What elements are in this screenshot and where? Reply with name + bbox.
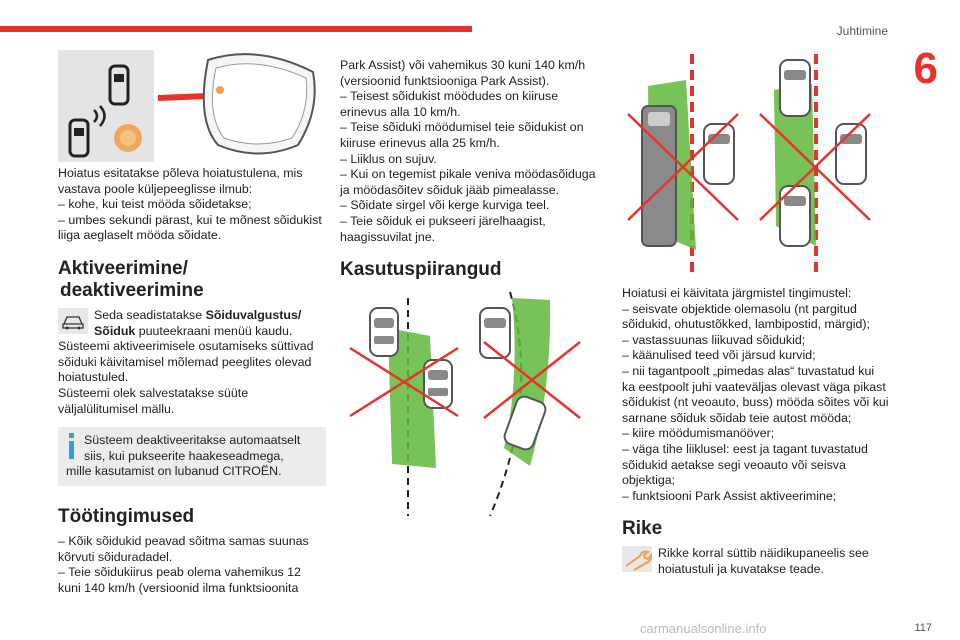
middle-paragraph: Park Assist) või vahemikus 30 kuni 140 k… <box>340 58 596 244</box>
middle-column: Park Assist) või vahemikus 30 kuni 140 k… <box>340 58 598 281</box>
car-rear <box>369 307 399 357</box>
settings-row: Seda seadistatakse Sõiduvalgustus/ Sõidu… <box>58 307 326 339</box>
page-number: 117 <box>914 622 932 634</box>
intro-paragraph: Hoiatus esitatakse põleva hoiatustulena,… <box>58 166 326 244</box>
heading-limits: Kasutuspiirangud <box>340 259 502 281</box>
text-line: vastava poole küljepeeglisse ilmub: <box>58 181 253 196</box>
heading-fault: Rike <box>622 518 663 540</box>
car-settings-icon <box>58 307 88 334</box>
left-column: Hoiatus esitatakse põleva hoiatustulena,… <box>58 166 326 596</box>
text-line: – umbes sekundi pärast, kui te mõnest sõ… <box>58 212 322 227</box>
car-traffic-rear <box>779 185 811 247</box>
text-line: – kohe, kui teist mööda sõidetakse; <box>58 197 252 212</box>
activation-paragraph: Süsteemi aktiveerimisele osutamiseks süt… <box>58 339 314 416</box>
watermark: carmanualsonline.info <box>640 621 767 636</box>
car-curve-rear <box>503 395 547 451</box>
text-line: liiga aeglaselt mööda sõidate. <box>58 228 222 243</box>
mirror-warning-figure <box>58 50 316 162</box>
info-box: Süsteem deaktiveeritakse automaatselt si… <box>58 427 326 486</box>
chapter-number: 6 <box>913 44 938 93</box>
info-icon <box>69 433 74 460</box>
text-line: Hoiatus esitatakse põleva hoiatustulena,… <box>58 166 303 180</box>
fault-text: Rikke korral süttib näidikupaneelis see … <box>658 546 869 576</box>
heading-activation: Aktiveerimine/ deaktiveerimine <box>58 257 204 301</box>
top-accent-bar <box>0 26 472 32</box>
wrench-icon <box>622 546 652 573</box>
curve-limitation-figure <box>349 291 581 517</box>
fault-row: Rikke korral süttib näidikupaneelis see … <box>622 546 892 577</box>
conditions-paragraph: – Kõik sõidukid peavad sõitma samas suun… <box>58 533 309 595</box>
heading-conditions: Töötingimused <box>58 505 195 527</box>
truck <box>641 105 677 247</box>
right-column: Hoiatusi ei käivitata järgmistel tingimu… <box>622 286 892 578</box>
settings-text: Seda seadistatakse Sõiduvalgustus/ Sõidu… <box>94 307 302 338</box>
truck-limitation-figure <box>627 54 871 278</box>
chapter-title: Juhtimine <box>836 24 888 38</box>
car-traffic-front <box>779 59 811 117</box>
car-side <box>423 359 453 409</box>
right-paragraph: Hoiatusi ei käivitata järgmistel tingimu… <box>622 286 889 503</box>
